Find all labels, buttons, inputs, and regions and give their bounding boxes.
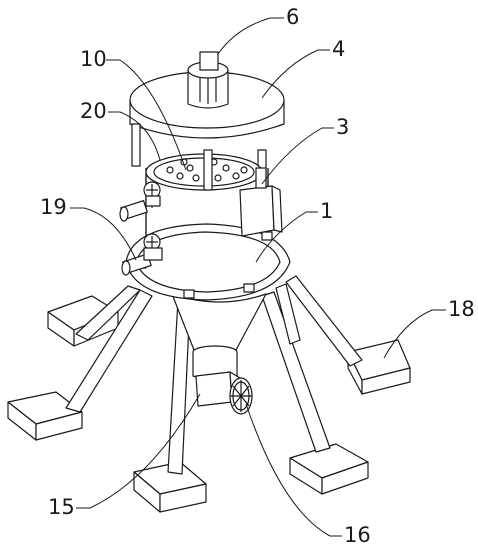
leader-10 [106,59,187,171]
leg-upper-left [75,285,141,341]
valve-body [195,371,233,407]
leader-1 [255,211,318,263]
nozzle-upper [119,181,161,222]
label-15: 15 [48,495,75,519]
ring-frame [125,223,291,301]
sieve-shaft [203,149,213,191]
label-4: 4 [332,37,345,61]
motor-cap [199,51,219,71]
base-feet [7,295,411,513]
handwheel [229,377,253,415]
ring-inner [135,231,281,293]
leader-3 [261,127,334,185]
foot-bottom-right [289,443,369,495]
leader-6 [217,17,284,55]
leader-4 [261,49,330,99]
leader-16 [245,403,342,537]
leg-inner-right [275,283,301,345]
foot-right [347,339,411,395]
foot-bottom [133,461,207,513]
label-18: 18 [448,297,475,321]
leg-right [285,275,363,367]
side-motor-box [239,167,283,237]
support-legs [65,275,363,475]
leader-18 [383,309,446,359]
top-motor [187,51,229,109]
label-20: 20 [80,99,107,123]
foot-left [7,391,83,441]
callout-labels: 6 4 10 20 3 19 1 18 15 16 [40,5,475,547]
label-19: 19 [40,195,67,219]
leg-left [65,289,153,413]
label-10: 10 [80,47,107,71]
label-16: 16 [344,523,371,547]
lid-post-left [131,123,141,167]
leader-20 [108,111,161,161]
clamp-4 [261,231,273,241]
label-1: 1 [320,199,333,223]
clamp-1 [183,289,195,299]
leg-bottom-right [261,291,331,453]
leader-19 [70,207,137,261]
label-3: 3 [336,115,349,139]
sieve-plate [145,149,263,191]
clamp-2 [243,283,255,293]
leader-lines [70,17,446,537]
label-6: 6 [286,5,299,29]
leader-15 [76,393,201,509]
